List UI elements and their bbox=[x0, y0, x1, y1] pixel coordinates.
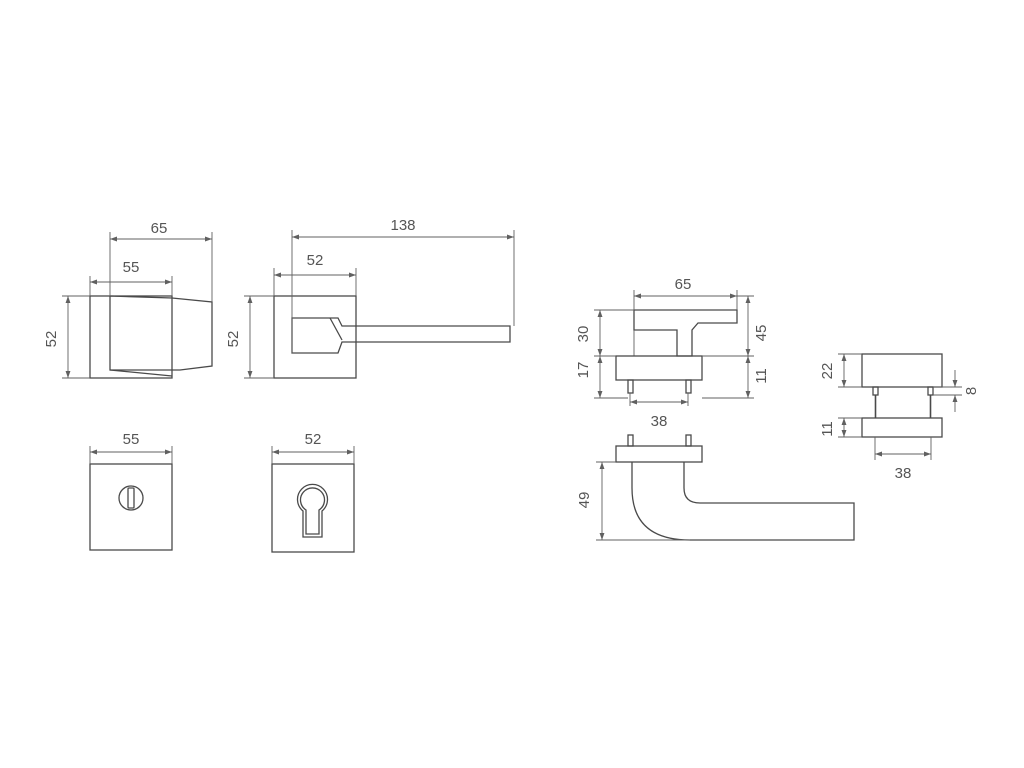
label-escutcheon-pin-spacing: 38 bbox=[895, 465, 912, 482]
label-escutcheon-pin-gap: 8 bbox=[963, 387, 980, 395]
top-lever-outline bbox=[631, 462, 855, 541]
top-view-dimensions: 49 bbox=[576, 461, 690, 541]
escutcheon-pin-head-left bbox=[872, 386, 879, 396]
escutcheon-dimensions: 22 11 8 38 bbox=[819, 353, 980, 482]
label-side-rose-height: 17 bbox=[575, 362, 592, 379]
label-lever-rose-width: 52 bbox=[307, 252, 324, 269]
knob-body-outline bbox=[109, 295, 213, 371]
top-pin-right bbox=[685, 434, 692, 447]
cylinder-hole-inner bbox=[299, 487, 326, 535]
side-view-dimensions: 65 30 17 45 11 38 bbox=[575, 276, 770, 430]
escutcheon-pin-head-right bbox=[927, 386, 934, 396]
label-lever-length: 138 bbox=[390, 217, 415, 234]
label-side-width: 65 bbox=[675, 276, 692, 293]
lever-arm-outline bbox=[291, 317, 511, 354]
label-knob-rose-width: 55 bbox=[123, 259, 140, 276]
escutcheon-bottom-block bbox=[861, 417, 943, 438]
lever-handle-drawing bbox=[273, 295, 511, 379]
label-key-rose-width: 52 bbox=[305, 431, 322, 448]
top-pin-left bbox=[627, 434, 634, 447]
square-knob-drawing bbox=[89, 295, 213, 379]
knob-rose-outline bbox=[89, 295, 173, 379]
wc-turn-slot bbox=[127, 487, 135, 509]
label-lever-rose-height: 52 bbox=[225, 331, 242, 348]
wc-turn-knob bbox=[118, 485, 144, 511]
knob-edge-line bbox=[109, 369, 173, 377]
label-knob-height: 52 bbox=[43, 331, 60, 348]
escutcheon-side-drawing bbox=[861, 353, 943, 438]
side-rose-outline bbox=[615, 355, 703, 381]
label-escutcheon-height: 22 bbox=[819, 363, 836, 380]
escutcheon-top-block bbox=[861, 353, 943, 388]
label-side-total-height: 45 bbox=[753, 325, 770, 342]
lever-bevel-line bbox=[329, 317, 343, 341]
wc-rose-drawing bbox=[89, 463, 173, 551]
knob-dimensions: 65 55 52 bbox=[43, 220, 213, 379]
side-pin-left bbox=[627, 379, 634, 394]
label-side-rose-height-right: 11 bbox=[753, 368, 770, 384]
label-side-lever-height: 30 bbox=[575, 326, 592, 343]
key-rose-dimensions: 52 bbox=[271, 431, 355, 464]
lever-dimensions: 138 52 52 bbox=[225, 217, 515, 379]
lever-rose-outline bbox=[273, 295, 357, 379]
wc-rose-outline bbox=[89, 463, 173, 551]
label-lever-drop: 49 bbox=[576, 492, 593, 509]
side-pin-right bbox=[685, 379, 692, 394]
key-rose-outline bbox=[271, 463, 355, 553]
side-lever-outline bbox=[633, 309, 738, 357]
top-view-lever-drawing bbox=[615, 434, 855, 541]
key-rose-drawing bbox=[271, 463, 355, 553]
label-escutcheon-base-height: 11 bbox=[819, 421, 836, 437]
side-view-drawing bbox=[615, 309, 738, 394]
cylinder-hole-outer bbox=[296, 483, 329, 538]
label-side-pin-spacing: 38 bbox=[651, 413, 668, 430]
label-wc-rose-width: 55 bbox=[123, 431, 140, 448]
label-knob-overall-width: 65 bbox=[151, 220, 168, 237]
top-rose-outline bbox=[615, 445, 703, 463]
wc-rose-dimensions: 55 bbox=[89, 431, 173, 464]
